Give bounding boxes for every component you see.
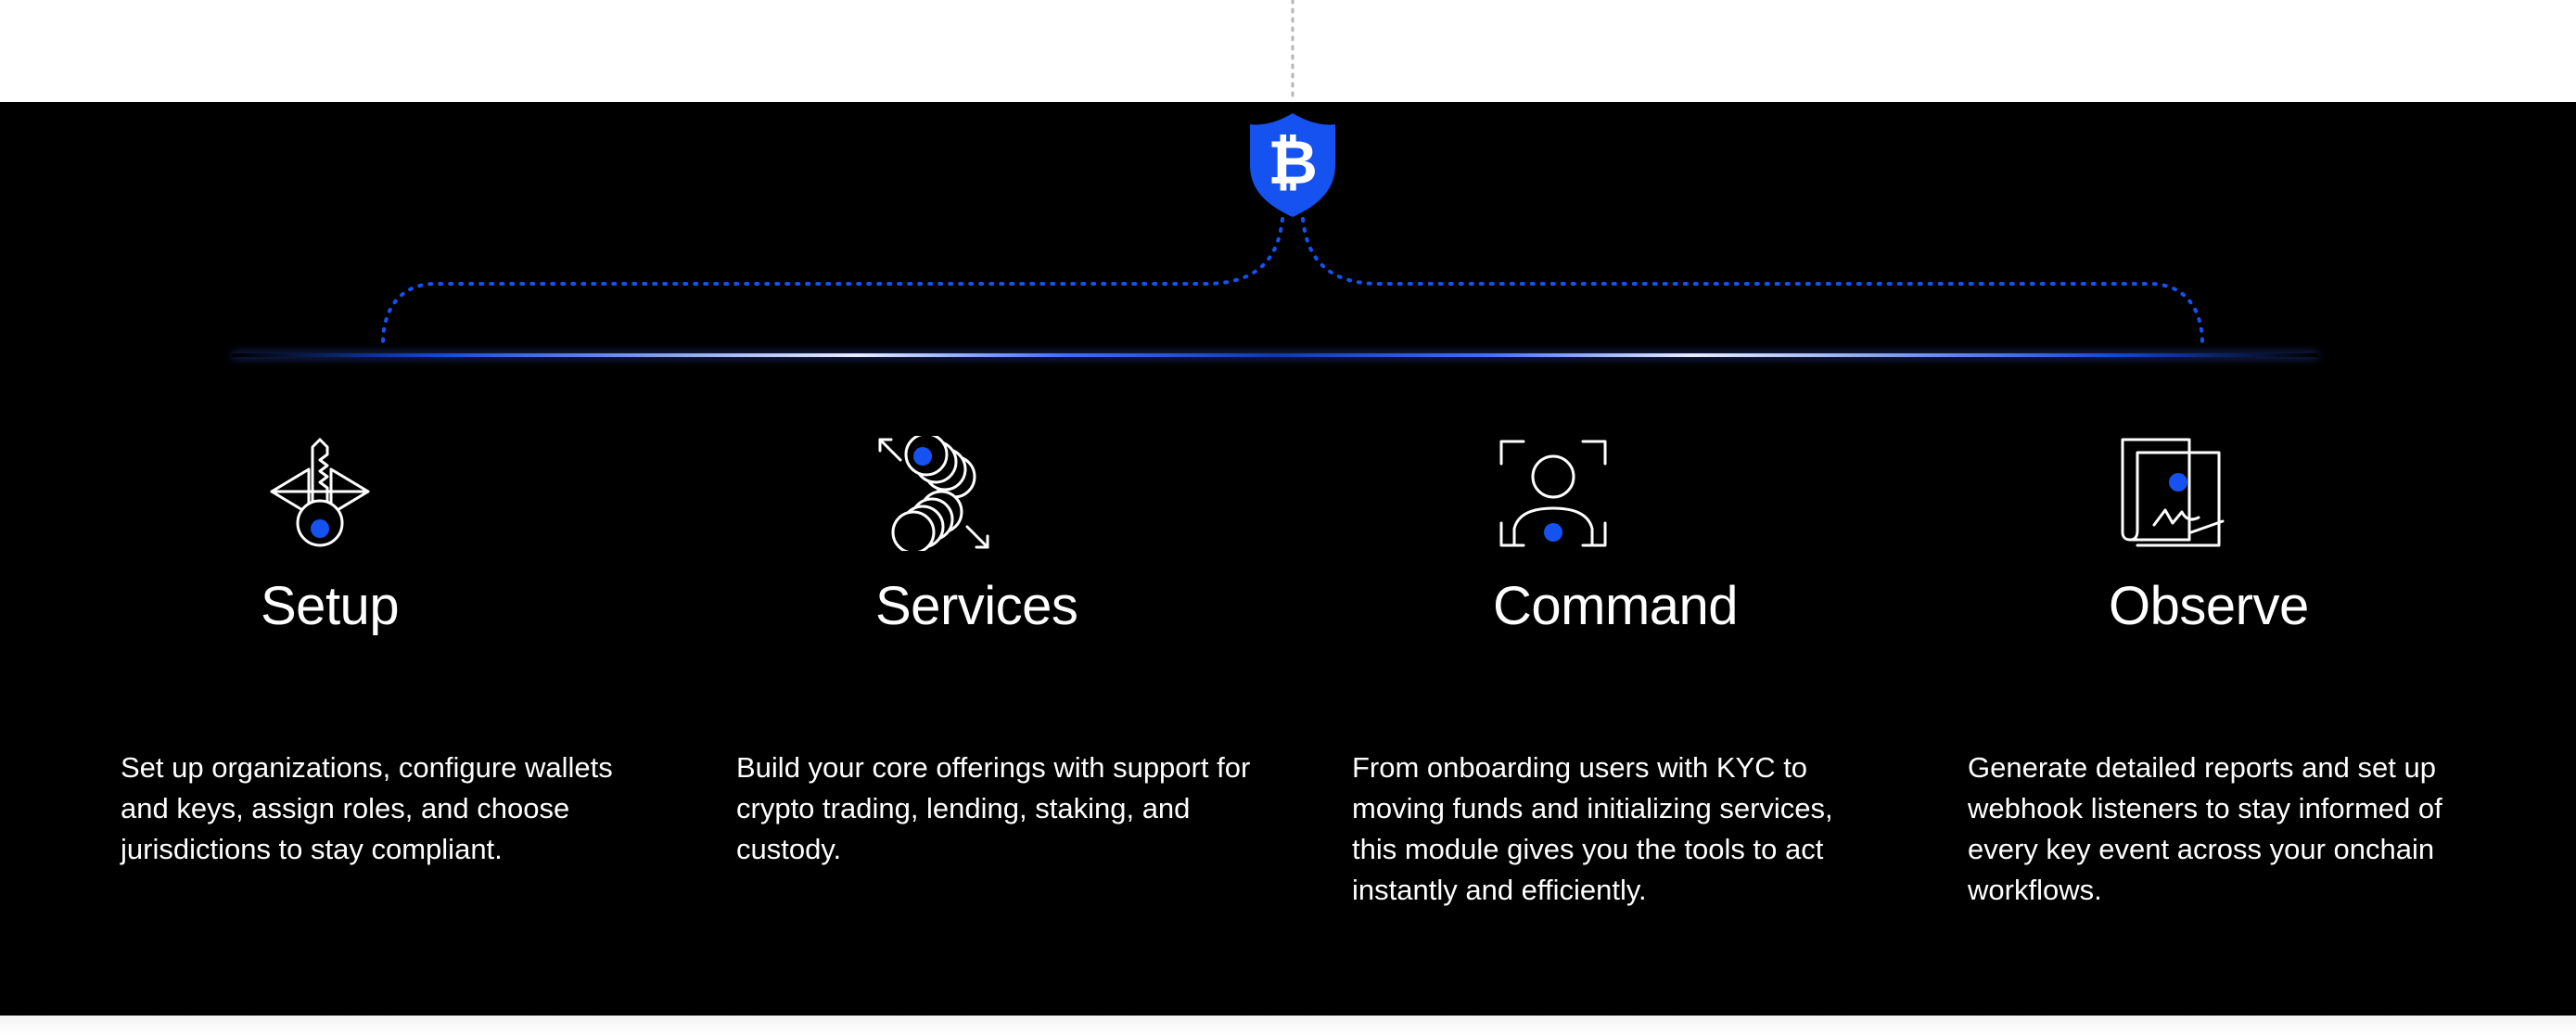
feature-description: Generate detailed reports and set up web… bbox=[1968, 751, 2442, 906]
key-icon bbox=[262, 436, 377, 551]
feature-title: Services bbox=[875, 576, 1078, 636]
vertical-dotted-connector bbox=[1291, 0, 1294, 102]
bitcoin-shield-icon: ₿ bbox=[1244, 109, 1341, 219]
feature-column-command: Command From onboarding users with KYC t… bbox=[1352, 102, 1890, 1016]
left-branch-line bbox=[381, 217, 1284, 345]
feature-column-services: Services Build your core offerings with … bbox=[736, 102, 1274, 1016]
features-panel: ₿ Setup Set up organizations, configure … bbox=[0, 102, 2576, 1016]
bitcoin-symbol: ₿ bbox=[1268, 127, 1318, 198]
feature-column-observe: Observe Generate detailed reports and se… bbox=[1968, 102, 2506, 1016]
feature-column-setup: Setup Set up organizations, configure wa… bbox=[121, 102, 658, 1016]
feature-title: Observe bbox=[2109, 576, 2309, 636]
feature-description: Set up organizations, configure wallets … bbox=[121, 751, 613, 865]
branch-connector bbox=[381, 217, 2204, 345]
glow-divider-line bbox=[232, 353, 2318, 357]
feature-title: Command bbox=[1493, 576, 1739, 636]
user-scan-icon bbox=[1496, 436, 1611, 551]
coins-exchange-icon bbox=[876, 432, 991, 555]
top-area bbox=[0, 0, 2576, 102]
right-branch-line bbox=[1301, 217, 2204, 345]
feature-description: From onboarding users with KYC to moving… bbox=[1352, 751, 1833, 906]
feature-title: Setup bbox=[261, 576, 400, 636]
documents-report-icon bbox=[2111, 436, 2226, 551]
feature-description: Build your core offerings with support f… bbox=[736, 751, 1251, 865]
bottom-strip bbox=[0, 1016, 2576, 1035]
